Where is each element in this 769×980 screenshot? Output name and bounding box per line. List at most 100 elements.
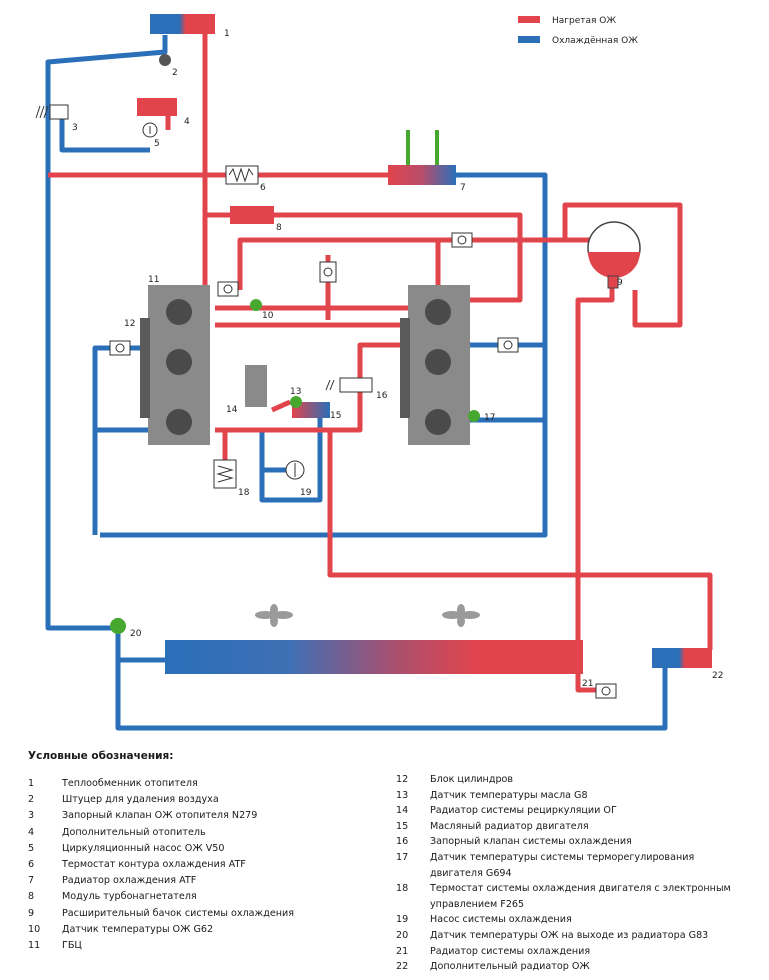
expansion-tank — [587, 221, 641, 289]
legend-text: Циркуляционный насос ОЖ V50 — [62, 842, 225, 854]
legend-item: 9 Расширительный бачок системы охлаждения — [28, 906, 358, 922]
legend-num: 5 — [28, 842, 35, 854]
check-valve-radiator — [595, 683, 617, 699]
callout-18: 18 — [238, 488, 250, 498]
check-valve-12 — [109, 340, 131, 356]
legend-item: 15 Масляный радиатор двигателя — [396, 819, 736, 835]
legend-item: 11 ГБЦ — [28, 938, 358, 954]
legend-text: Дополнительный радиатор ОЖ — [430, 961, 590, 973]
cylinder-head — [140, 285, 210, 445]
sensor-g83 — [110, 618, 126, 634]
callout-14: 14 — [226, 405, 238, 415]
hot-pipe-radiator-in — [327, 430, 713, 650]
sensor-g62 — [250, 299, 262, 311]
callout-20: 20 — [130, 629, 142, 639]
legend-text: Запорный клапан ОЖ отопителя N279 — [62, 810, 258, 822]
legend-num: 14 — [396, 805, 409, 817]
egr-cooler — [245, 365, 267, 407]
legend-text: Радиатор системы охлаждения — [430, 945, 591, 957]
legend-num: 17 — [396, 851, 409, 863]
legend-text: Расширительный бачок системы охлаждения — [62, 907, 295, 919]
aux-radiator — [652, 648, 712, 668]
callout-labels: 1 2 3 4 5 6 7 8 9 10 11 12 13 14 15 16 1… — [72, 29, 723, 689]
v50-pump — [142, 122, 158, 138]
legend-num: 11 — [28, 940, 41, 952]
legend-item: 12 Блок цилиндров — [396, 772, 736, 788]
n279-valve — [35, 104, 69, 120]
legend-num: 3 — [28, 810, 35, 822]
heater-exchanger — [150, 14, 215, 34]
coolant-circuit-diagram: Нагретая ОЖ Охлаждённая ОЖ — [35, 14, 723, 731]
hot-pipe-turbo-loop — [237, 237, 590, 290]
cold-pipe-head-12 — [92, 345, 140, 535]
legend-num: 9 — [28, 907, 35, 919]
legend-item: 19 Насос системы охлаждения — [396, 912, 736, 928]
hot-swatch — [518, 16, 540, 23]
legend-num: 6 — [28, 859, 35, 871]
turbo-module — [230, 206, 274, 224]
hot-pipe-turbo-run — [205, 212, 523, 303]
legend-num: 19 — [396, 914, 409, 926]
legend-item: 5 Циркуляционный насос ОЖ V50 — [28, 841, 358, 857]
cylinder-block — [400, 285, 470, 445]
callout-13: 13 — [290, 387, 301, 397]
callout-16: 16 — [376, 391, 388, 401]
legend-title: Условные обозначения: — [28, 750, 174, 762]
fan-right — [442, 604, 480, 627]
check-valve-head — [217, 281, 239, 297]
legend-num: 8 — [28, 891, 35, 903]
check-valve-top — [451, 232, 473, 248]
callout-12: 12 — [124, 319, 135, 329]
callout-1: 1 — [224, 29, 230, 39]
legend-num: 15 — [396, 820, 409, 832]
legend-item: 3 Запорный клапан ОЖ отопителя N279 — [28, 808, 358, 824]
bleed-screw — [159, 54, 171, 66]
sensor-g8 — [290, 396, 302, 408]
legend-num: 2 — [28, 794, 35, 806]
atf-thermostat — [225, 165, 259, 185]
legend-num: 10 — [28, 923, 41, 935]
legend-text: Термостат контура охлаждения ATF — [62, 859, 246, 871]
callout-10: 10 — [262, 311, 274, 321]
legend-num: 22 — [396, 961, 409, 973]
color-key: Нагретая ОЖ Охлаждённая ОЖ — [518, 16, 638, 46]
cold-pipe-heater-return — [45, 35, 668, 731]
callout-11: 11 — [148, 275, 159, 285]
oil-cooler — [292, 402, 330, 418]
callout-9: 9 — [617, 278, 623, 288]
sensor-g694 — [468, 410, 480, 422]
callout-6: 6 — [260, 183, 266, 193]
atf-radiator — [388, 165, 456, 185]
legend-text: Датчик температуры ОЖ на выходе из радиа… — [430, 929, 709, 941]
callout-7: 7 — [460, 183, 466, 193]
legend-text: Дополнительный отопитель — [62, 826, 206, 838]
legend-num: 21 — [396, 945, 409, 957]
hot-pipe-expansion-down — [575, 285, 615, 693]
legend-text: Масляный радиатор двигателя — [430, 820, 589, 832]
legend-item: 6 Термостат контура охлаждения ATF — [28, 857, 358, 873]
legend-text: Блок цилиндров — [430, 774, 514, 785]
callout-21: 21 — [582, 679, 593, 689]
legend-num: 12 — [396, 774, 409, 785]
legend-item: 22 Дополнительный радиатор ОЖ — [396, 959, 736, 975]
callout-8: 8 — [276, 223, 282, 233]
legend-num: 13 — [396, 789, 409, 801]
coolant-pump-19 — [285, 460, 305, 480]
hot-pipe-oil — [270, 399, 292, 413]
cold-swatch — [518, 36, 540, 43]
legend-text: ГБЦ — [62, 940, 82, 952]
check-valve-right — [497, 337, 519, 353]
shutoff-valve-16 — [325, 377, 373, 393]
legend-text: Насос системы охлаждения — [430, 914, 572, 926]
